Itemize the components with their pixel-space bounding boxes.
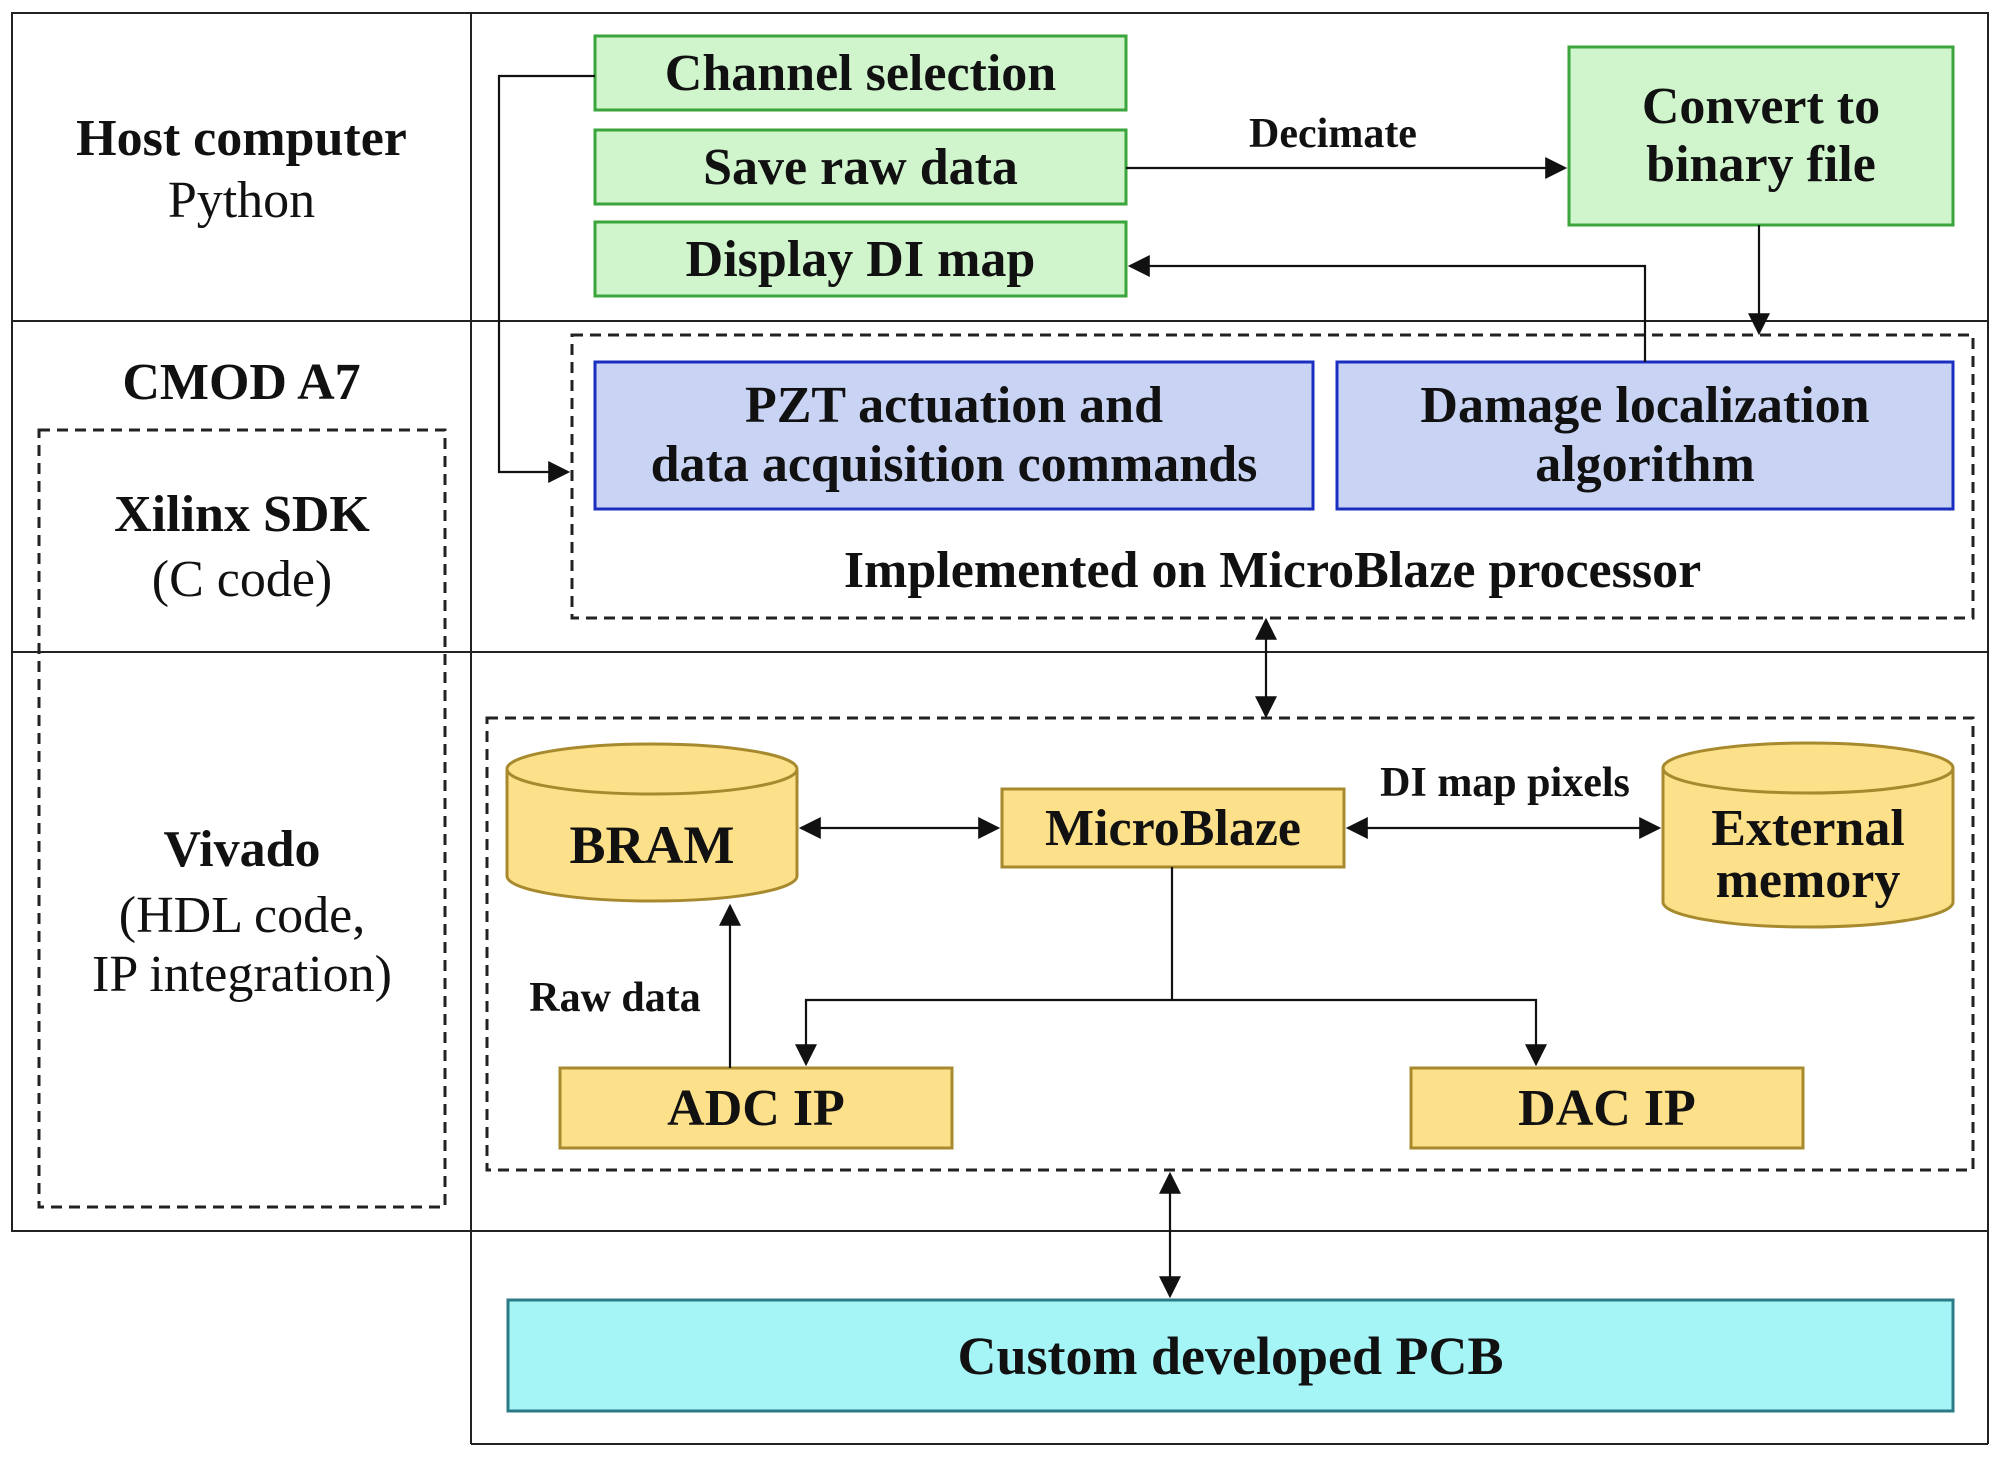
external-memory-label: External memory [1663, 790, 1953, 920]
adc-ip-box [558, 1066, 954, 1150]
microblaze-label: MicroBlaze [1044, 799, 1302, 857]
adc-ip-label: ADC IP [667, 1079, 845, 1137]
convert-binary-label: Convert to binary file [1569, 47, 1953, 225]
channel-selection-label: Channel selection [664, 44, 1057, 102]
vivado-title: Vivado [163, 821, 321, 879]
damage-line1: Damage localization [1420, 377, 1870, 435]
pzt-line2: data acquisition commands [650, 435, 1258, 493]
layer-grid [11, 12, 1989, 1445]
convert-line2: binary file [1646, 136, 1876, 193]
xilinx-sdk-label: Xilinx SDK (C code) [39, 475, 445, 620]
bram-label: BRAM [569, 815, 735, 875]
raw-data-label: Raw data [529, 975, 701, 1021]
connectors [497, 74, 1770, 1299]
dac-ip-box [1409, 1066, 1805, 1150]
display-di-map-label: Display DI map [685, 230, 1036, 288]
host-subtitle: Python [167, 172, 316, 229]
vivado-label: Vivado (HDL code, IP integration) [39, 805, 445, 1020]
custom-pcb-box [506, 1298, 1955, 1413]
decimate-label: Decimate [1249, 111, 1417, 157]
arrow-channel-to-pzt [497, 74, 595, 483]
external-line2: memory [1715, 852, 1901, 909]
grid-outer-frame [11, 12, 1989, 1232]
dashed-group-xilinx-sdk-vivado [37, 428, 447, 1209]
arrow-microblaze-to-adc [795, 998, 1172, 1067]
sdk-title: Xilinx SDK [114, 486, 370, 544]
host-computer-label: Host computer Python [12, 105, 471, 235]
microblaze-caption: Implemented on MicroBlaze processor [843, 541, 1702, 599]
damage-localization-box [1335, 360, 1955, 511]
arrow-damage-to-display [1127, 255, 1647, 362]
pzt-commands-label: PZT actuation and data acquisition comma… [595, 362, 1313, 509]
dac-ip-label: DAC IP [1518, 1079, 1696, 1137]
save-raw-data-label: Save raw data [703, 138, 1018, 196]
external-memory-cylinder [1661, 741, 1955, 929]
microblaze-box [1000, 787, 1346, 869]
display-di-map-box [593, 220, 1128, 298]
damage-localization-label: Damage localization algorithm [1337, 362, 1953, 509]
bram-cylinder [505, 742, 799, 903]
convert-binary-box [1567, 45, 1955, 227]
sdk-subtitle: (C code) [151, 550, 333, 608]
dashed-group-hardware-platform [485, 716, 1975, 1172]
channel-selection-box [593, 34, 1128, 112]
vivado-subtitle-line1: (HDL code, [118, 887, 366, 945]
damage-line2: algorithm [1535, 435, 1755, 493]
external-line1: External [1711, 800, 1905, 857]
cmod-a7-label: CMOD A7 [122, 353, 361, 411]
pzt-commands-box [593, 360, 1315, 511]
arrow-microblaze-to-dac [1172, 998, 1547, 1067]
pzt-line1: PZT actuation and [744, 377, 1164, 435]
host-title: Host computer [76, 109, 407, 167]
custom-pcb-label: Custom developed PCB [957, 1325, 1504, 1386]
di-map-pixels-label: DI map pixels [1380, 760, 1630, 806]
vivado-subtitle-line2: IP integration) [92, 945, 392, 1003]
convert-line1: Convert to [1641, 77, 1881, 135]
